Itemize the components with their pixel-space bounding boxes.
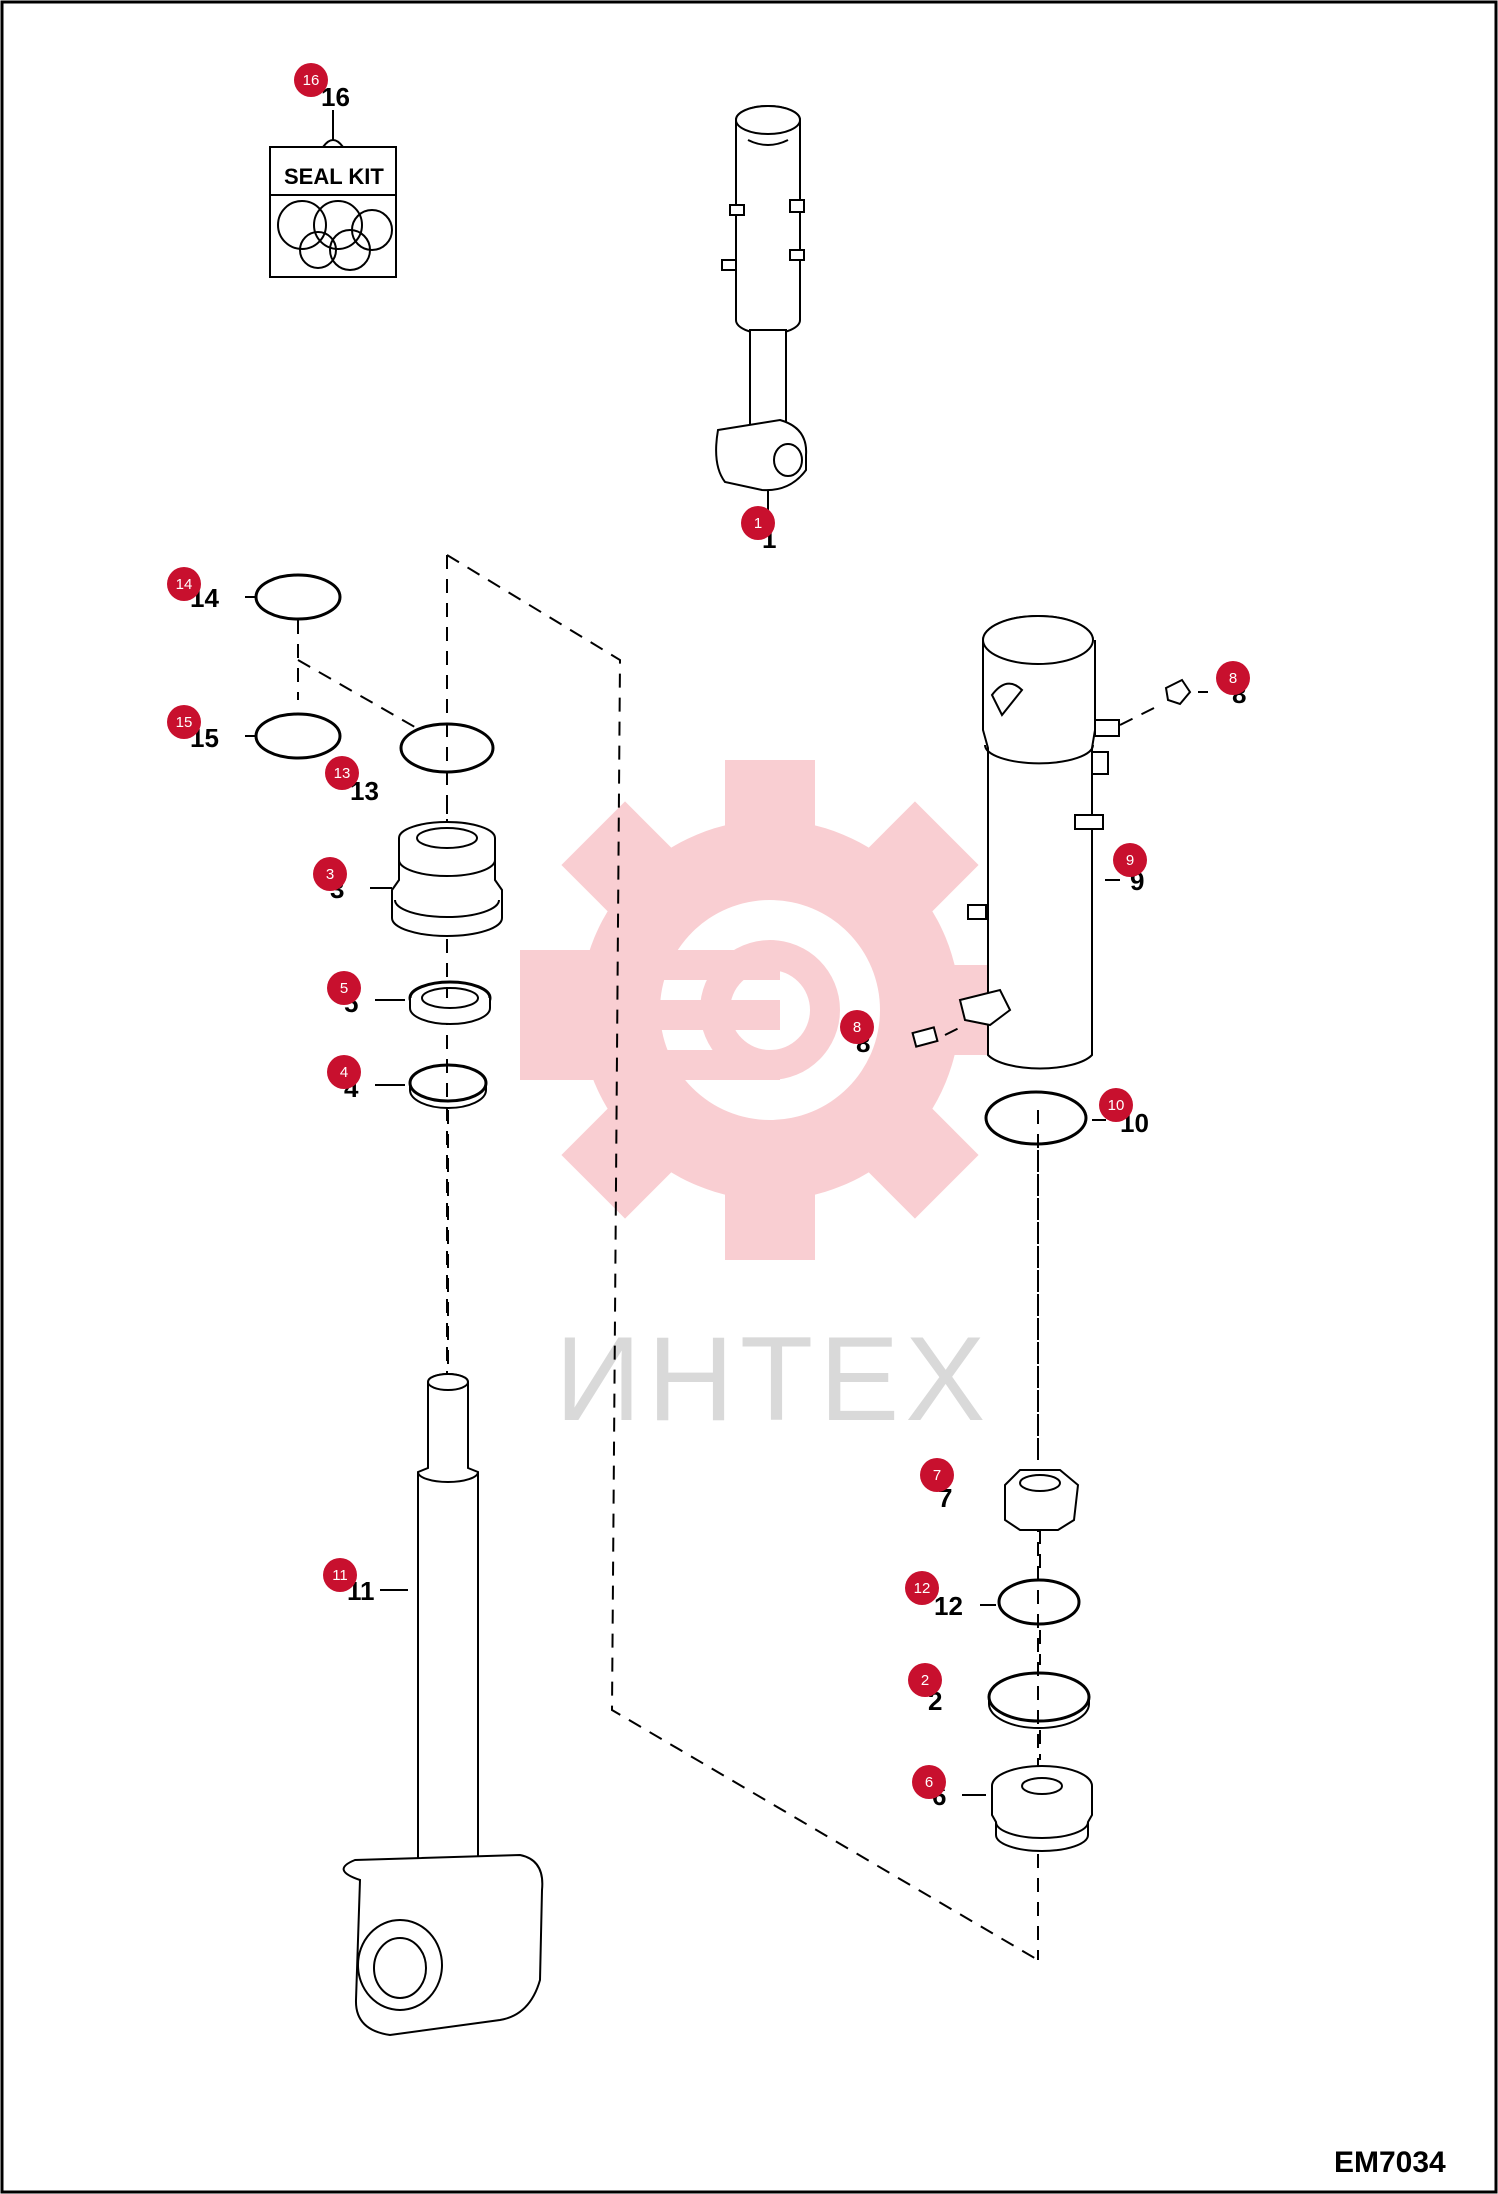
callout-badges: 16 1 14 15 13 3 5 4 11 8 9 8 10 7 12 2 6 [167,63,1250,1799]
callout-badge-text: 10 [1108,1097,1125,1114]
callout-badge-circle [840,1010,874,1044]
callout-badge-circle [323,1558,357,1592]
callout-badge-circle [325,756,359,790]
callout-badge-text: 8 [1229,670,1237,687]
drawing-code: EM7034 [1334,2146,1446,2179]
callout-badge-4: 4 [327,1055,361,1089]
callout-badge-circle [1216,661,1250,695]
callout-badge-circle [294,63,328,97]
callout-badge-16: 16 [294,63,328,97]
callout-badge-circle [327,971,361,1005]
callout-badge-9: 9 [1113,843,1147,877]
callout-badge-text: 6 [925,1774,933,1791]
seal-kit-package: SEAL KIT [269,110,397,278]
left-exploded-stack [245,573,544,2037]
callout-badge-15: 15 [167,705,201,739]
callout-badge-13: 13 [325,756,359,790]
callout-badge-circle [1113,843,1147,877]
callout-badge-text: 5 [340,980,348,997]
callout-badge-11: 11 [323,1558,357,1592]
callout-badge-text: 9 [1126,852,1134,869]
callout-badge-text: 7 [933,1467,941,1484]
cylinder-assembly-overview [715,105,808,515]
callout-badge-circle [327,1055,361,1089]
callout-badge-text: 8 [853,1019,861,1036]
callout-badge-circle [313,857,347,891]
callout-badge-text: 16 [303,72,320,89]
callout-badge-3: 3 [313,857,347,891]
callout-badge-8: 8 [1216,661,1250,695]
callout-badge-circle [912,1765,946,1799]
callout-badge-2: 2 [908,1663,942,1697]
callout-badge-circle [167,567,201,601]
callout-badge-circle [920,1458,954,1492]
callout-badge-circle [1099,1088,1133,1122]
callout-badge-circle [167,705,201,739]
callout-badge-circle [908,1663,942,1697]
callout-badge-text: 11 [332,1567,348,1584]
callout-badge-text: 13 [334,765,351,782]
callout-badge-6: 6 [912,1765,946,1799]
seal-kit-label: SEAL KIT [284,164,384,189]
callout-badge-text: 4 [340,1064,348,1081]
callout-badge-8: 8 [840,1010,874,1044]
callout-badge-circle [741,506,775,540]
callout-badge-text: 3 [326,866,334,883]
callout-badge-7: 7 [920,1458,954,1492]
callout-badge-text: 2 [921,1672,929,1689]
callout-badge-text: 15 [176,714,193,731]
callout-badge-circle [905,1571,939,1605]
callout-badge-text: 12 [914,1580,931,1597]
callout-badge-12: 12 [905,1571,939,1605]
callout-badge-5: 5 [327,971,361,1005]
right-barrel-assembly [911,615,1208,1852]
callout-badge-text: 1 [754,515,762,532]
callout-badge-1: 1 [741,506,775,540]
watermark-text: ИНТЕХ [555,1312,991,1446]
part-number-12: 12 [934,1591,963,1621]
callout-badge-14: 14 [167,567,201,601]
watermark-gear-icon [520,760,1020,1260]
callout-badge-text: 14 [176,576,193,593]
callout-badge-10: 10 [1099,1088,1133,1122]
